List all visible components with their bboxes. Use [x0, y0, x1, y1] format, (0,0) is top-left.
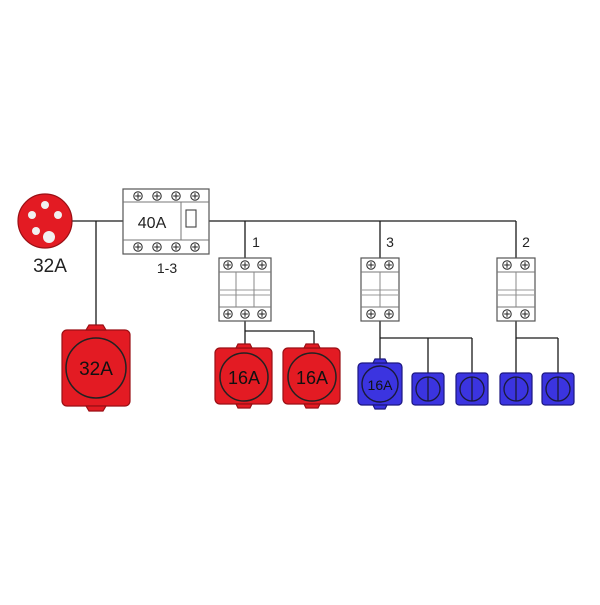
socket-face-icon — [287, 352, 337, 402]
screw-terminal-icon — [133, 242, 143, 252]
outlet-16a-blue-label: 16A — [368, 377, 394, 393]
pin-icon — [32, 227, 40, 235]
outlet-16a-blue: 16A — [357, 358, 403, 410]
breaker-1-phase: 1 — [252, 234, 260, 250]
breaker-2 — [496, 257, 536, 322]
socket-face-icon — [219, 352, 269, 402]
rcd-test-switch-icon — [185, 209, 197, 228]
screw-terminal-icon — [171, 191, 181, 201]
screw-terminal-icon — [257, 309, 267, 319]
screw-terminal-icon — [520, 309, 530, 319]
outlet-16a-red: 16A — [282, 343, 341, 409]
outlet-32a-red: 32A — [61, 324, 131, 412]
inlet-label: 32A — [33, 256, 67, 277]
screw-terminal-icon — [520, 260, 530, 270]
schuko-outlet-blue — [411, 372, 445, 406]
outlet-16a-red: 16A — [214, 343, 273, 409]
screw-terminal-icon — [152, 191, 162, 201]
screw-terminal-icon — [384, 260, 394, 270]
breaker-2-phase: 2 — [522, 234, 530, 250]
schuko-outlet-blue — [455, 372, 489, 406]
inlet-plug-body — [17, 193, 73, 249]
rcd-rating: 40A — [138, 215, 167, 232]
screw-terminal-icon — [133, 191, 143, 201]
outlet-16a-label: 16A — [228, 368, 260, 388]
pin-icon — [54, 211, 62, 219]
screw-terminal-icon — [240, 260, 250, 270]
screw-terminal-icon — [502, 260, 512, 270]
screw-terminal-icon — [190, 242, 200, 252]
schuko-outlet-blue — [499, 372, 533, 406]
breaker-3-phase: 3 — [386, 234, 394, 250]
outlet-16a-label: 16A — [296, 368, 328, 388]
screw-terminal-icon — [502, 309, 512, 319]
earth-pin-icon — [43, 231, 55, 243]
socket-face-icon — [65, 337, 127, 399]
breaker-1 — [218, 257, 272, 322]
outlet-32a-label: 32A — [79, 359, 113, 380]
schuko-outlet-blue — [541, 372, 575, 406]
breaker-3 — [360, 257, 400, 322]
screw-terminal-icon — [384, 309, 394, 319]
pin-icon — [41, 201, 49, 209]
screw-terminal-icon — [366, 309, 376, 319]
screw-terminal-icon — [171, 242, 181, 252]
screw-terminal-icon — [152, 242, 162, 252]
socket-face-icon — [361, 365, 399, 403]
screw-terminal-icon — [240, 309, 250, 319]
screw-terminal-icon — [257, 260, 267, 270]
rcd-phase-label: 1-3 — [157, 260, 177, 276]
screw-terminal-icon — [190, 191, 200, 201]
inlet-plug-32a: 32A — [17, 193, 73, 277]
rcd-device: 40A 1-3 — [122, 188, 210, 276]
wiring — [72, 220, 559, 373]
screw-terminal-icon — [223, 309, 233, 319]
pin-icon — [28, 211, 36, 219]
screw-terminal-icon — [366, 260, 376, 270]
screw-terminal-icon — [223, 260, 233, 270]
